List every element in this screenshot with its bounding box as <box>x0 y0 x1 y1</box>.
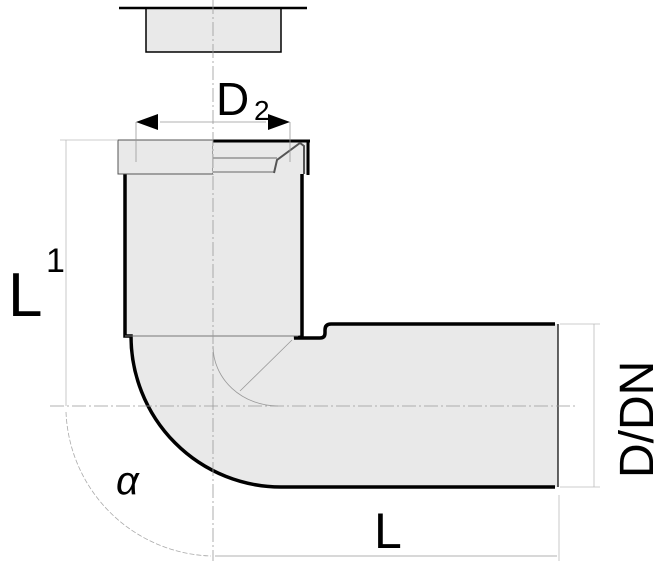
l-label: L <box>374 503 402 559</box>
l1-label: L <box>8 261 42 330</box>
d-dn-label: D/DN <box>611 361 663 478</box>
alpha-label: α <box>116 459 140 503</box>
elbow-outline <box>123 174 555 489</box>
socket <box>117 139 310 175</box>
d2-label: D <box>216 73 249 125</box>
l1-subscript: 1 <box>46 242 65 280</box>
alpha-angle-arc <box>65 411 212 557</box>
seal-cap <box>119 6 307 53</box>
d2-subscript: 2 <box>254 95 270 126</box>
elbow-body <box>125 174 558 487</box>
